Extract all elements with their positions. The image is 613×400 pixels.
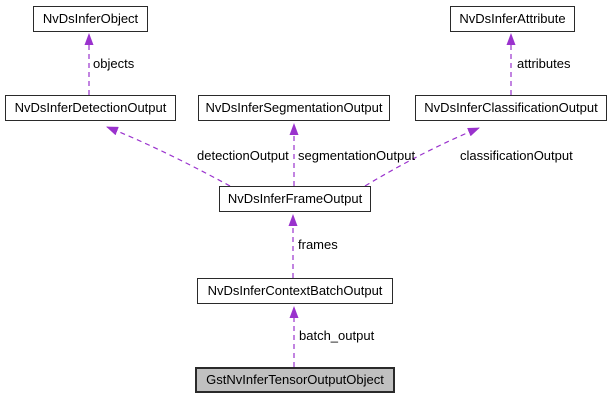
node-nvdsinferframeoutput[interactable]: NvDsInferFrameOutput [219,186,371,212]
edge-label-objects: objects [93,56,135,71]
edge-label-attributes: attributes [517,56,571,71]
node-nvdsinferdetectionoutput[interactable]: NvDsInferDetectionOutput [5,95,176,121]
edge-detection-output [106,126,231,187]
node-nvdsinferclassificationoutput[interactable]: NvDsInferClassificationOutput [415,95,607,121]
node-nvdsinfersegmentationoutput[interactable]: NvDsInferSegmentationOutput [198,95,390,121]
node-gstnvinfertensoroutputobject: GstNvInferTensorOutputObject [195,367,395,393]
edge-label-segmentation-output: segmentationOutput [298,148,416,163]
edge-label-detection-output: detectionOutput [197,148,289,163]
edge-label-batch-output: batch_output [299,328,375,343]
node-nvdsinferobject[interactable]: NvDsInferObject [33,6,148,32]
node-nvdsinferattribute[interactable]: NvDsInferAttribute [450,6,575,32]
edge-label-classification-output: classificationOutput [460,148,573,163]
node-nvdsinfercontextbatchoutput[interactable]: NvDsInferContextBatchOutput [197,278,393,304]
edge-label-frames: frames [298,237,338,252]
edge-classification-output [364,127,480,187]
